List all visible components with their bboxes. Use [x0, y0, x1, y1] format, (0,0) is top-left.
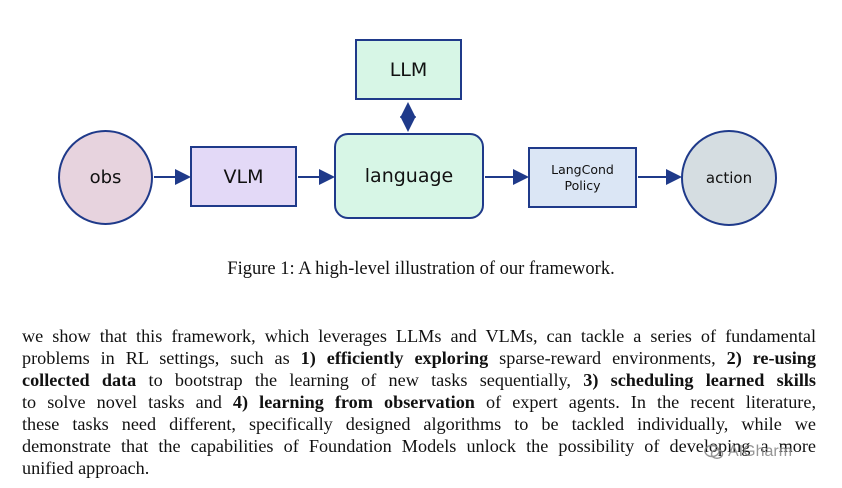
- text-run: demonstrate that the capabilities of Fou…: [22, 436, 816, 456]
- paragraph-line: to solve novel tasks and 4) learning fro…: [22, 391, 816, 413]
- language-node: language: [334, 133, 484, 219]
- vlm-node: VLM: [190, 146, 297, 207]
- text-run: unified approach.: [22, 458, 150, 478]
- bold-run: 4) learning from observation: [232, 392, 475, 412]
- obs-label: obs: [89, 167, 122, 188]
- diagram-edges: [154, 102, 682, 185]
- text-run: to bootstrap the learning of new tasks s…: [136, 370, 584, 390]
- body-paragraph: we show that this framework, which lever…: [22, 325, 816, 479]
- bold-run: collected data: [22, 370, 137, 390]
- watermark: AIGharm: [704, 443, 792, 461]
- text-run: we show that this framework, which lever…: [22, 326, 816, 346]
- watermark-text: AIGharm: [728, 443, 793, 460]
- paragraph-line: these tasks need different, specifically…: [22, 413, 816, 435]
- langcond-policy-node: LangCond Policy: [528, 147, 637, 208]
- figure-caption: Figure 1: A high-level illustration of o…: [227, 259, 615, 279]
- bold-run: 2) re-using: [726, 348, 817, 368]
- bold-run: 1) efficiently exploring: [300, 348, 489, 368]
- paragraph-line: demonstrate that the capabilities of Fou…: [22, 435, 816, 457]
- paragraph-line: unified approach.: [22, 457, 816, 479]
- paragraph-line: collected data to bootstrap the learning…: [22, 369, 816, 391]
- vlm-label: VLM: [223, 165, 264, 188]
- policy-label-line1: LangCond: [551, 161, 614, 177]
- llm-label: LLM: [389, 58, 428, 81]
- llm-node: LLM: [355, 39, 462, 100]
- paragraph-line: we show that this framework, which lever…: [22, 325, 816, 347]
- action-node: action: [681, 130, 777, 226]
- bold-run: 3) scheduling learned skills: [583, 370, 817, 390]
- paragraph-line: problems in RL settings, such as 1) effi…: [22, 347, 816, 369]
- obs-node: obs: [58, 130, 153, 225]
- text-run: sparse-reward environments,: [488, 348, 727, 368]
- text-run: problems in RL settings, such as: [22, 348, 301, 368]
- action-label: action: [705, 169, 753, 187]
- text-run: of expert agents. In the recent literatu…: [474, 392, 816, 412]
- policy-label-line2: Policy: [564, 177, 601, 193]
- text-run: these tasks need different, specifically…: [22, 414, 816, 434]
- language-label: language: [364, 165, 454, 187]
- text-run: to solve novel tasks and: [22, 392, 233, 412]
- wechat-icon: [704, 444, 724, 460]
